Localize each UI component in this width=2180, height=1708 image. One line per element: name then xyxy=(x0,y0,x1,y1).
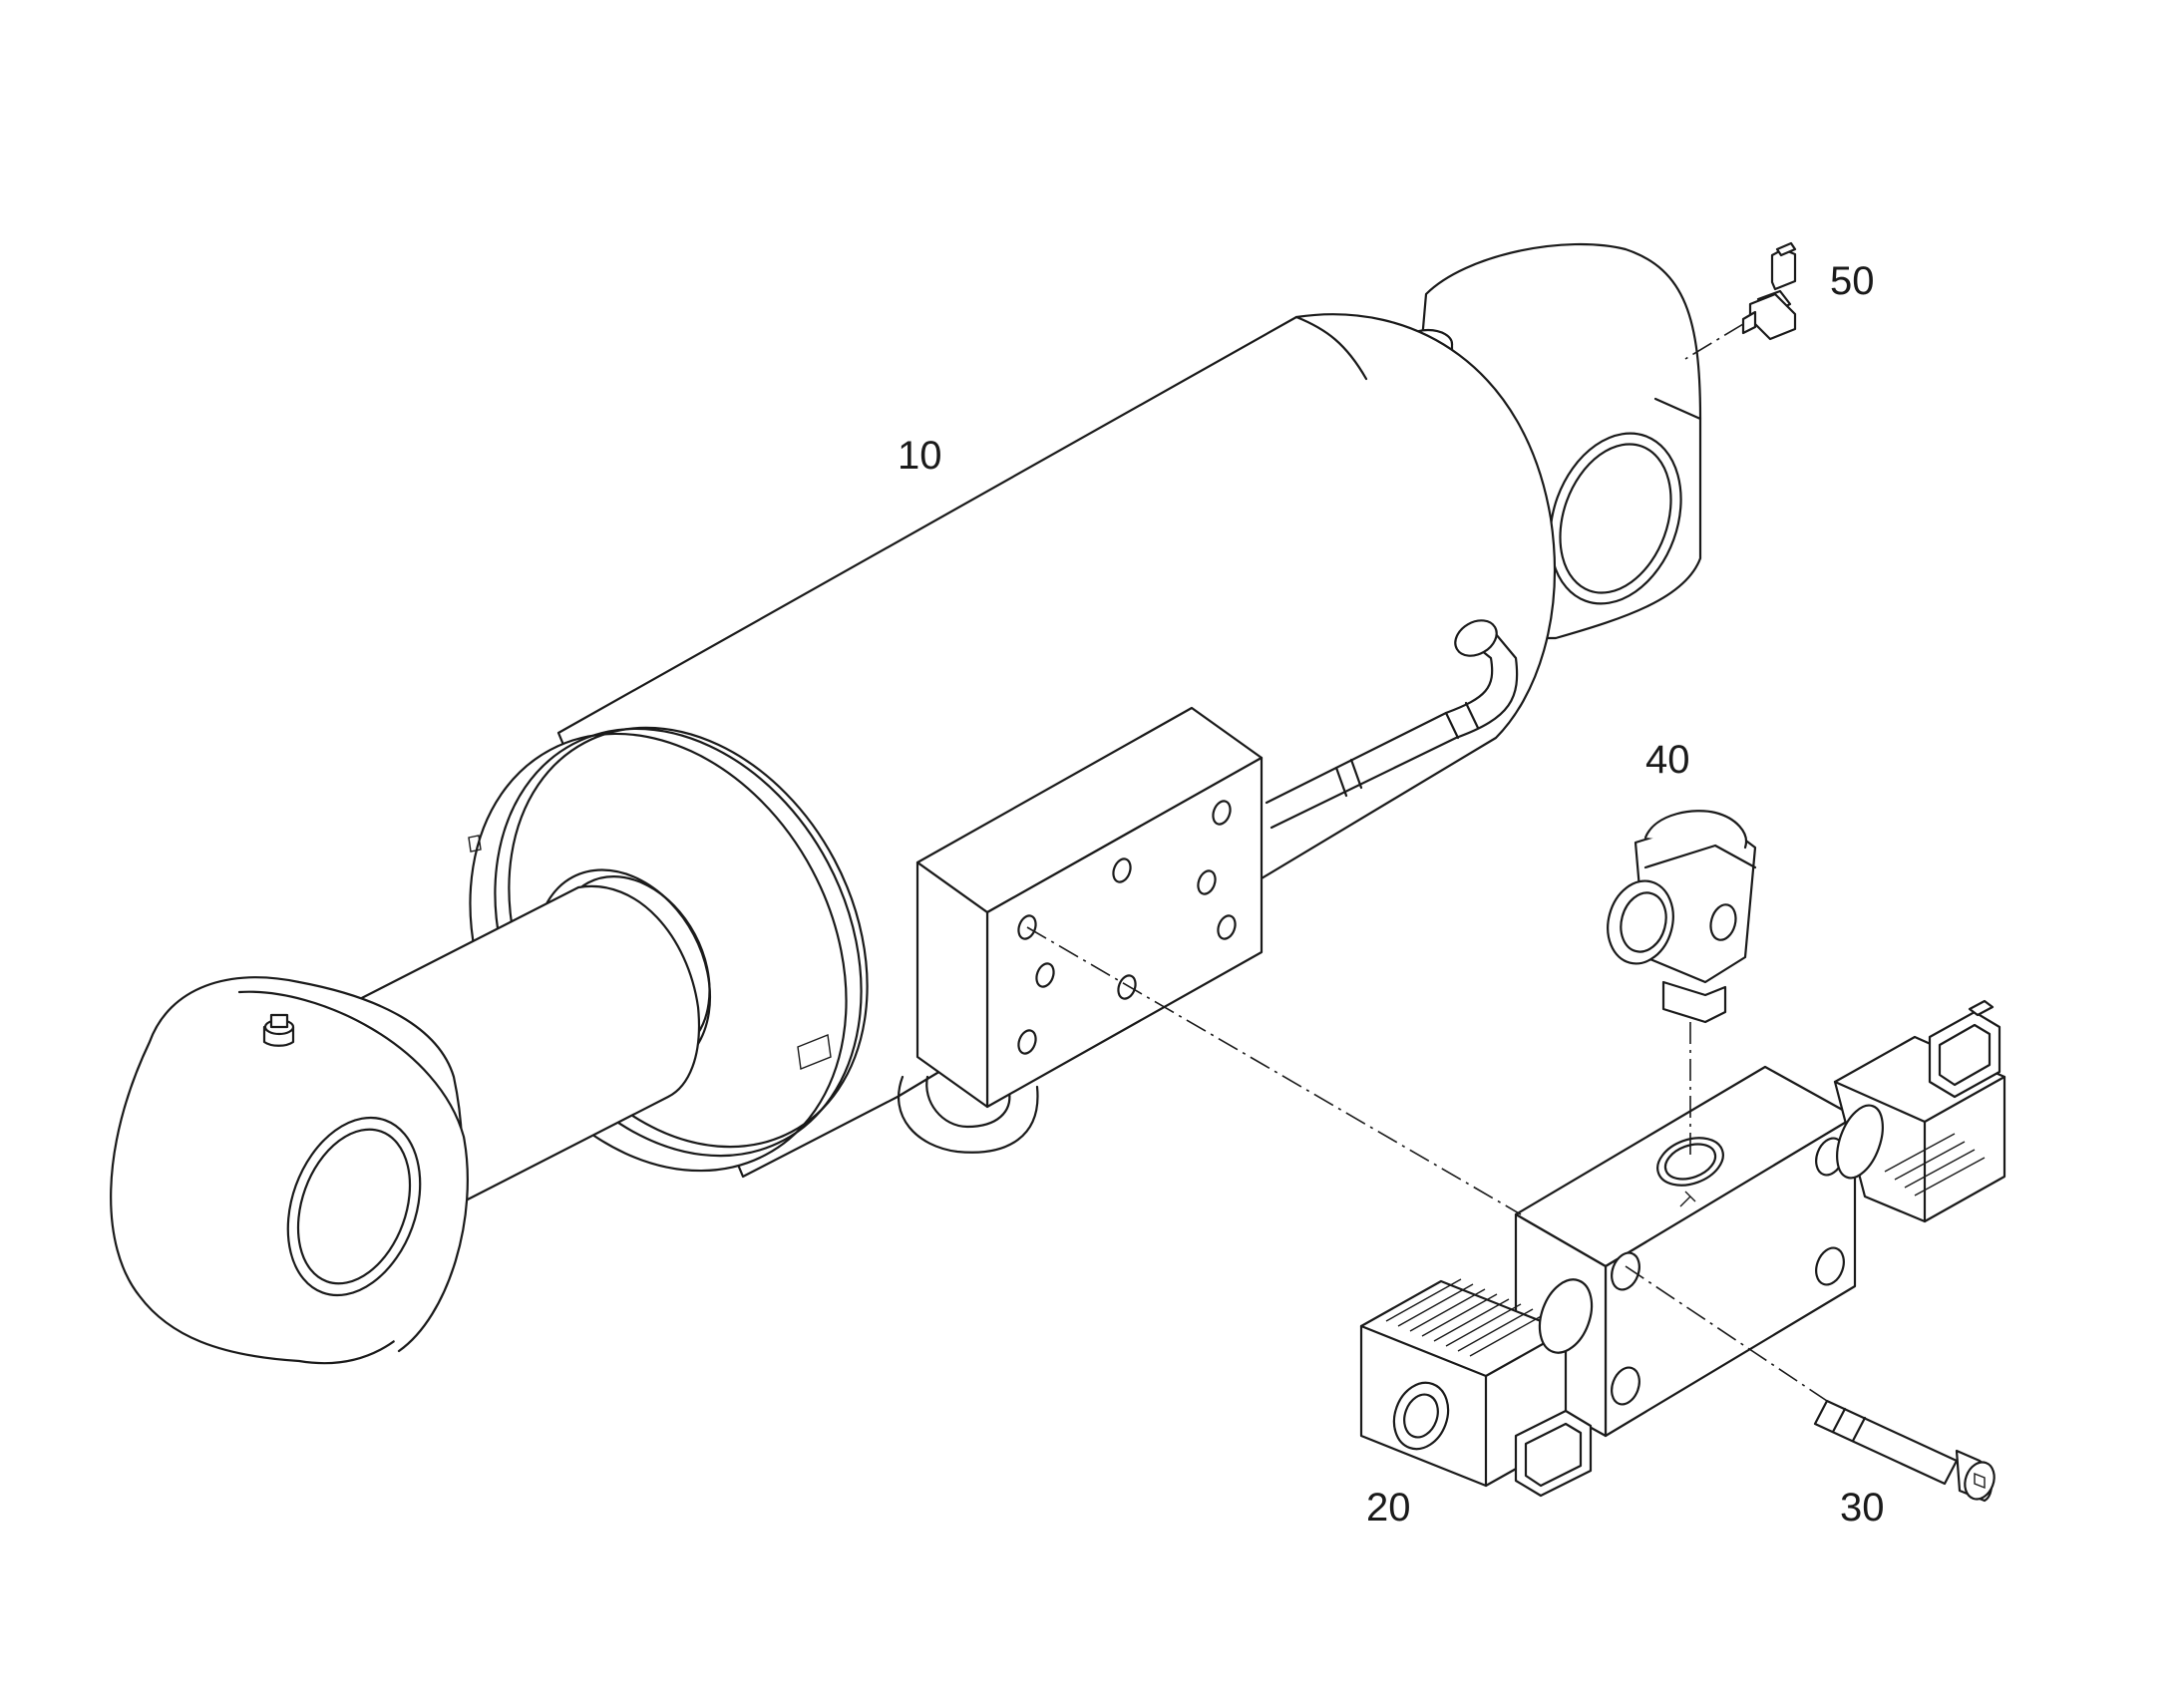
valve-body xyxy=(1514,1065,1857,1438)
check-valve-fitting xyxy=(1607,810,1757,1024)
valve-mount-block xyxy=(915,706,1264,1109)
dashline-valve-to-screw xyxy=(1625,1265,1828,1402)
callout-10: 10 xyxy=(898,434,942,478)
right-solenoid-coil xyxy=(1833,999,2006,1223)
external-pipe xyxy=(1265,619,1519,830)
callout-20: 20 xyxy=(1366,1486,1411,1530)
socket-head-screw xyxy=(1813,1399,1996,1503)
callouts: 10 20 30 40 50 xyxy=(898,259,1885,1530)
hydraulic-cylinder xyxy=(110,242,1702,1365)
grease-elbow-fitting xyxy=(1741,241,1797,341)
callout-50: 50 xyxy=(1830,259,1875,303)
lower-pipe-loop xyxy=(897,1075,1039,1154)
rod-eye xyxy=(110,976,469,1365)
solenoid-valve xyxy=(1359,999,2006,1498)
dashline-elbow-to-cylinder xyxy=(1684,323,1744,360)
assembly-lines xyxy=(1026,323,1828,1402)
dashline-block-to-valve xyxy=(1026,926,1522,1215)
left-solenoid-coil xyxy=(1359,1278,1594,1498)
callout-30: 30 xyxy=(1840,1486,1885,1530)
callout-40: 40 xyxy=(1645,738,1690,782)
